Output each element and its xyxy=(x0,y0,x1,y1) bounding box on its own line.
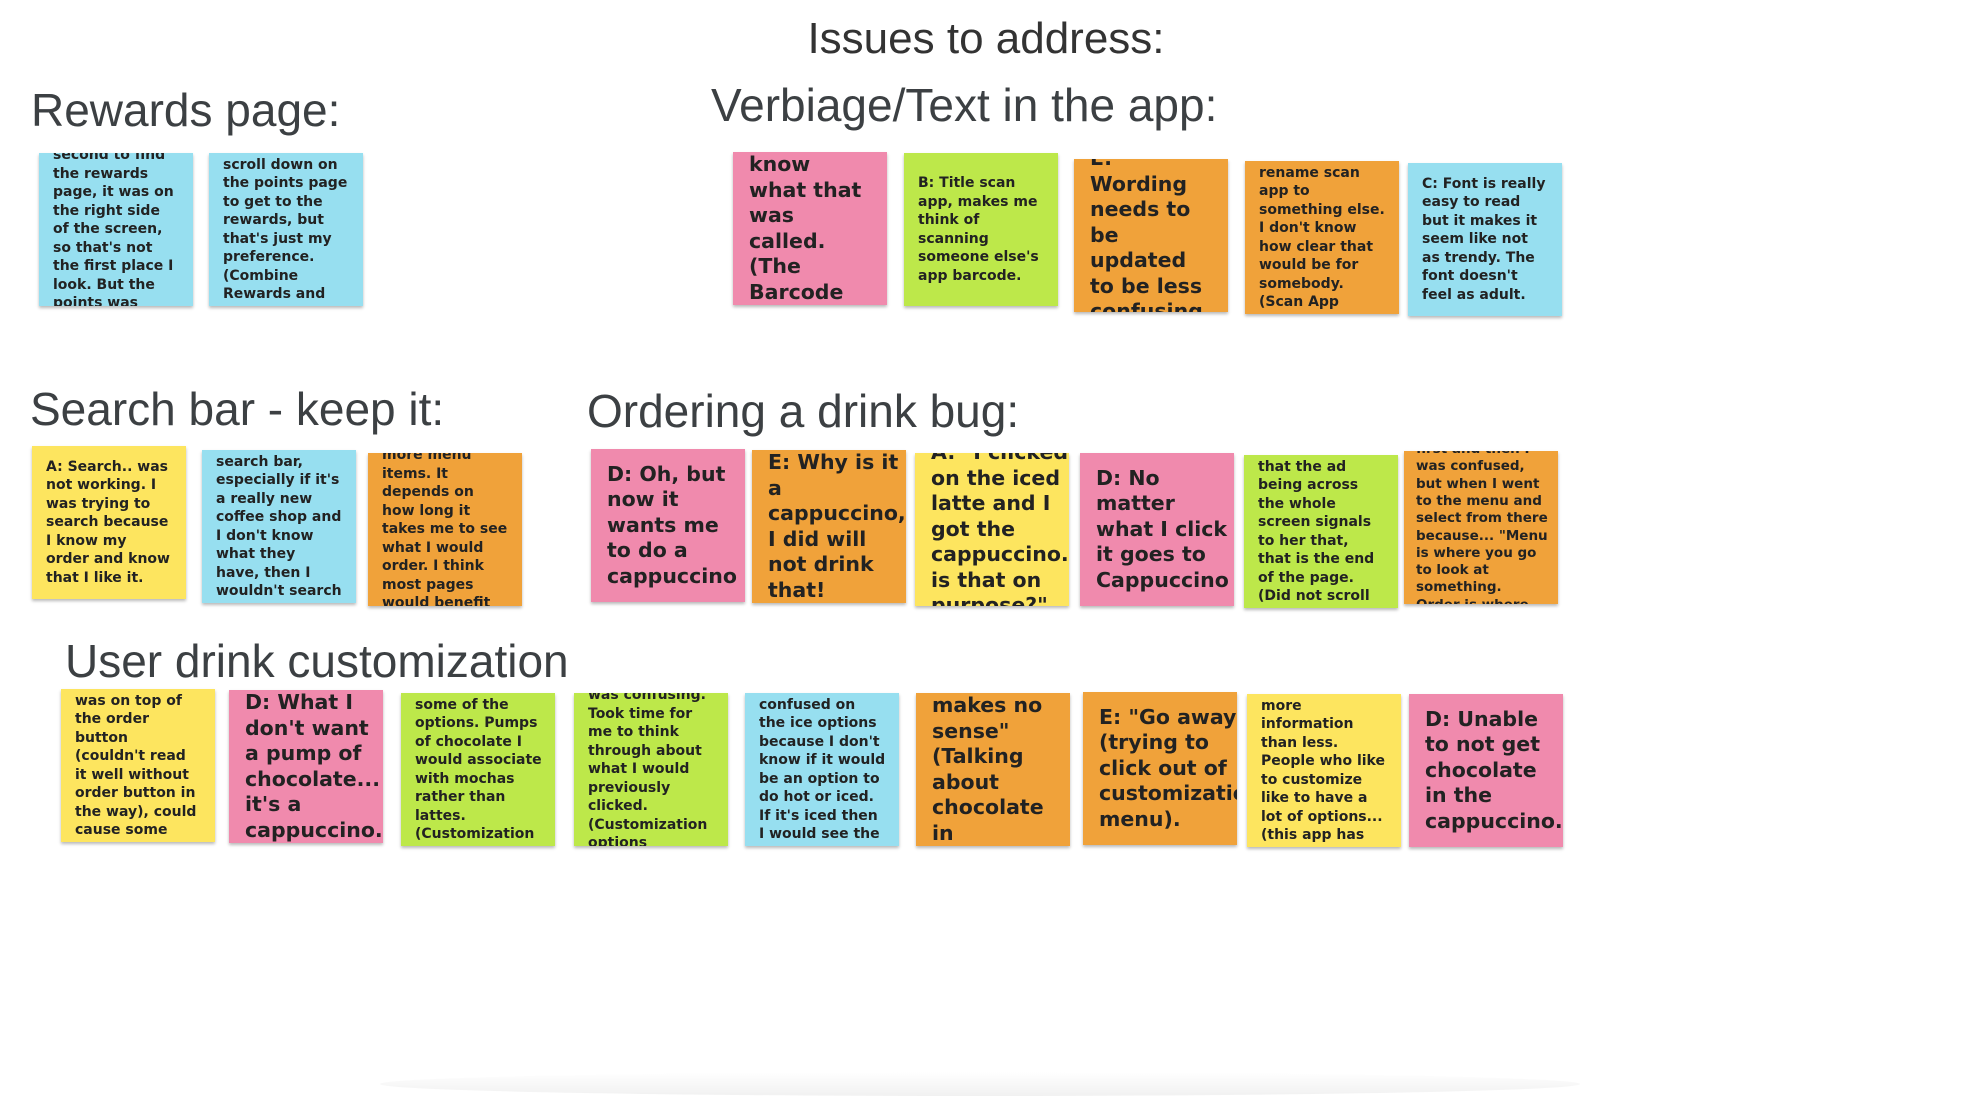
note-text: C: It took me a second to find the rewar… xyxy=(53,153,174,306)
note-text: C: Font is really easy to read but it ma… xyxy=(1422,175,1546,303)
note-text: C: I was a little confused on the ice op… xyxy=(759,693,886,846)
heading-search-bar: Search bar - keep it: xyxy=(30,383,445,435)
sticky-note[interactable]: B: Iced option was confusing. Took time … xyxy=(574,693,728,846)
sticky-note[interactable]: C: I didn't really notice the search bar… xyxy=(202,450,356,603)
sticky-note[interactable]: C: Font is really easy to read but it ma… xyxy=(1408,163,1562,316)
heading-ordering-drink-bug: Ordering a drink bug: xyxy=(587,385,1020,437)
note-text: D: Oh, but now it wants me to do a cappu… xyxy=(607,461,737,588)
board-title: Issues to address: xyxy=(807,14,1165,63)
note-text: D: What I don't want a pump of chocolate… xyxy=(245,690,383,842)
note-text: E: I clicked the order button first and … xyxy=(1416,451,1548,604)
sticky-note[interactable]: B: I was confused by some of the options… xyxy=(401,693,555,846)
sticky-note[interactable]: D: Unable to not get chocolate in the ca… xyxy=(1409,694,1563,847)
sticky-note[interactable]: E: "No it makes no sense" (Talking about… xyxy=(916,693,1070,846)
sticky-note[interactable]: D: I didn't know what that was called. (… xyxy=(733,152,887,305)
note-text: E: Wording needs to be updated to be les… xyxy=(1090,159,1211,312)
note-text: B: User stated that the ad being across … xyxy=(1258,455,1375,608)
note-text: A: Search.. was not working. I was tryin… xyxy=(46,458,170,586)
sticky-note[interactable]: E: I might rename scan app to something … xyxy=(1245,161,1399,314)
sticky-note[interactable]: C: I would try to scroll down on the poi… xyxy=(209,153,363,306)
note-text: D: I didn't know what that was called. (… xyxy=(749,152,862,304)
note-text: E: "No it makes no sense" (Talking about… xyxy=(932,693,1044,845)
sticky-note[interactable]: A: The iced part was on top of the order… xyxy=(61,689,215,842)
sticky-note[interactable]: E: I clicked the order button first and … xyxy=(1404,451,1558,604)
heading-user-drink-customization: User drink customization xyxy=(65,635,569,687)
canvas-shadow xyxy=(380,1072,1580,1096)
note-text: E: "Go away" (trying to click out of cus… xyxy=(1099,704,1237,831)
sticky-note[interactable]: B: User stated that the ad being across … xyxy=(1244,455,1398,608)
sticky-note[interactable]: A: People prefer to have more informatio… xyxy=(1247,694,1401,847)
note-text: E: I might rename scan app to something … xyxy=(1259,161,1385,314)
note-text: B: I was confused by some of the options… xyxy=(415,693,542,846)
sticky-note[interactable]: E: Why is it a cappuccino, I did will no… xyxy=(752,450,906,603)
sticky-note[interactable]: D: No matter what I click it goes to Cap… xyxy=(1080,453,1234,606)
note-text: D: No matter what I click it goes to Cap… xyxy=(1096,465,1229,592)
note-text: C: I would try to scroll down on the poi… xyxy=(223,153,350,306)
sticky-note[interactable]: D: Oh, but now it wants me to do a cappu… xyxy=(591,449,745,602)
note-text: A: People prefer to have more informatio… xyxy=(1261,694,1385,847)
sticky-note[interactable]: A: "I clicked on the iced latte and I go… xyxy=(915,453,1069,606)
sticky-note[interactable]: E: I would typically scroll if there was… xyxy=(368,453,522,606)
heading-verbiage-text: Verbiage/Text in the app: xyxy=(711,79,1218,131)
sticky-note[interactable]: D: What I don't want a pump of chocolate… xyxy=(229,690,383,843)
note-text: A: The iced part was on top of the order… xyxy=(75,689,201,842)
note-text: C: I didn't really notice the search bar… xyxy=(216,450,342,603)
sticky-note[interactable]: C: It took me a second to find the rewar… xyxy=(39,153,193,306)
note-text: E: I would typically scroll if there was… xyxy=(382,453,508,606)
heading-rewards-page: Rewards page: xyxy=(31,84,341,136)
note-text: D: Unable to not get chocolate in the ca… xyxy=(1425,706,1563,833)
sticky-note[interactable]: E: "Go away" (trying to click out of cus… xyxy=(1083,692,1237,845)
note-text: E: Why is it a cappuccino, I did will no… xyxy=(768,450,906,602)
sticky-note[interactable]: A: Search.. was not working. I was tryin… xyxy=(32,446,186,599)
sticky-note[interactable]: B: Title scan app, makes me think of sca… xyxy=(904,153,1058,306)
note-text: A: "I clicked on the iced latte and I go… xyxy=(931,453,1069,606)
note-text: B: Iced option was confusing. Took time … xyxy=(588,693,708,846)
sticky-note[interactable]: C: I was a little confused on the ice op… xyxy=(745,693,899,846)
note-text: B: Title scan app, makes me think of sca… xyxy=(918,175,1039,284)
sticky-note[interactable]: E: Wording needs to be updated to be les… xyxy=(1074,159,1228,312)
